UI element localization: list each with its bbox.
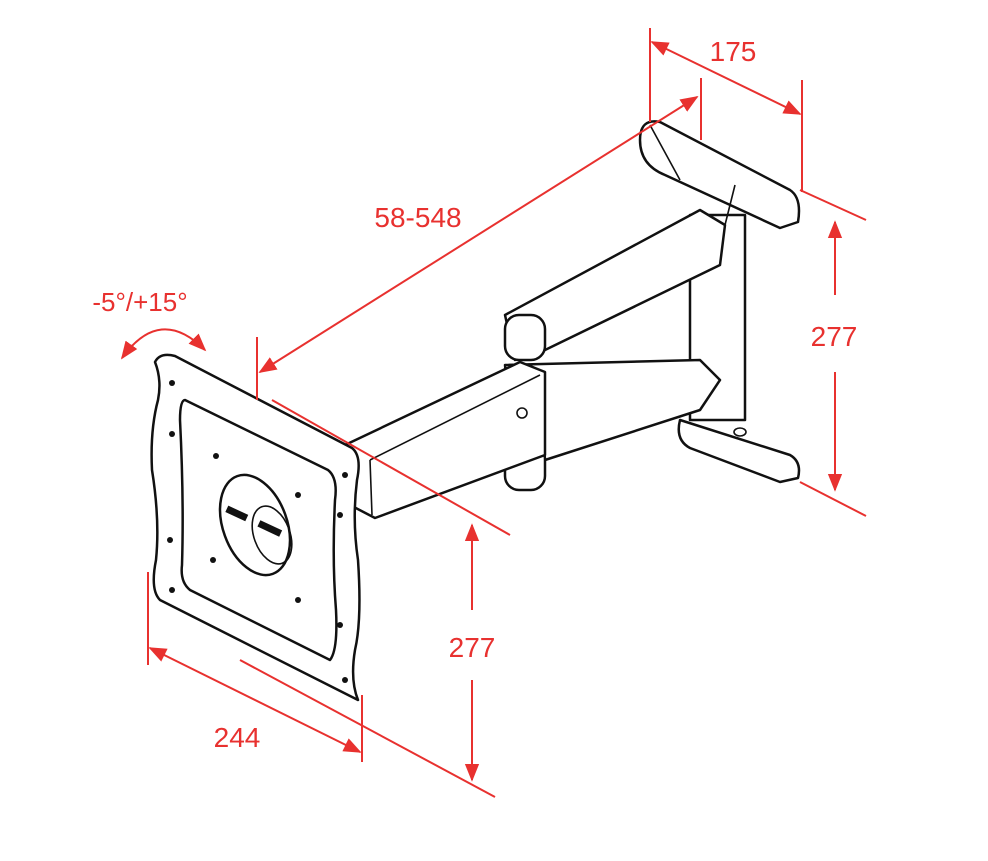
main-arm [343,360,547,520]
dimension-lines [120,28,867,798]
extension-range-label: 58-548 [374,202,462,233]
tilt-arc-icon [120,328,207,360]
wall-plate-height-label: 277 [810,321,858,352]
vesa-plate [150,353,361,702]
tilt-range-label: -5°/+15° [92,287,188,317]
arm-depth-label: 175 [709,36,757,67]
vesa-plate-height-label: 277 [448,632,496,663]
vesa-plate-width-label: 244 [213,722,261,753]
wall-bracket [638,120,801,484]
